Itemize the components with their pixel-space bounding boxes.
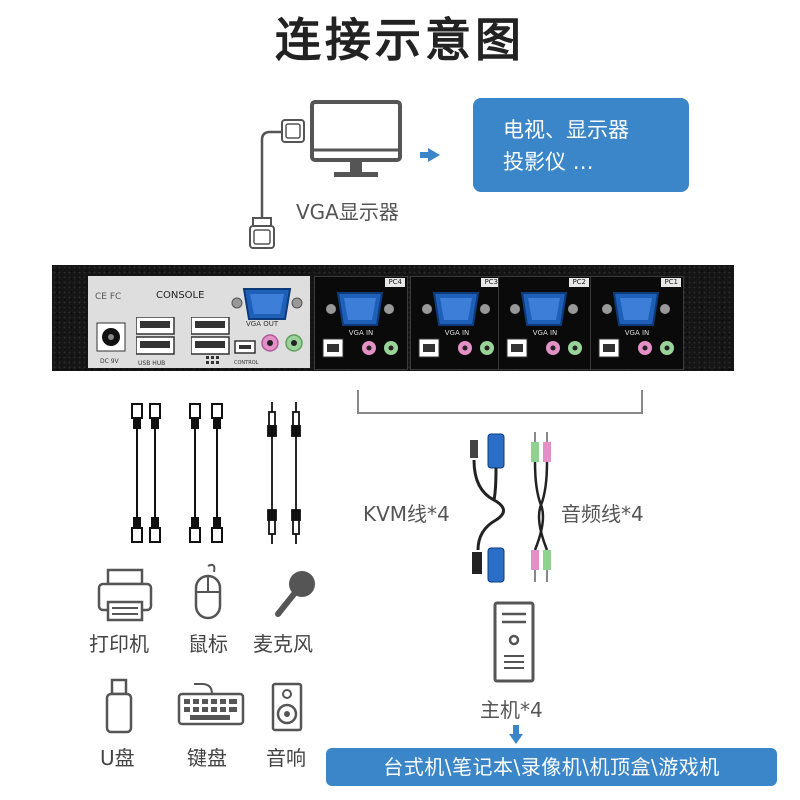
pc4-port-panel: PC4 VGA IN [314, 276, 408, 370]
pc1-vga-label: VGA IN [624, 329, 650, 337]
vga-out-port-icon [231, 288, 303, 320]
display-devices-line2: 投影仪 … [503, 150, 594, 174]
pc3-tag: PC3 [481, 278, 501, 287]
audio-cable-label: 音频线*4 [561, 502, 644, 526]
control-port-icon [234, 340, 256, 354]
pc2-port-panel: PC2 VGA IN [498, 276, 592, 370]
vga-in-port-icon [602, 292, 670, 326]
keyboard-label: 键盘 [187, 746, 227, 770]
audio-cables-icon [267, 402, 301, 544]
display-devices-line1: 电视、显示器 [503, 118, 629, 142]
vga-cable-icon [249, 119, 305, 249]
display-devices-box: 电视、显示器 投影仪 … [473, 98, 689, 192]
pc3-vga-label: VGA IN [444, 329, 470, 337]
pc1-tag: PC1 [661, 278, 681, 287]
usb-hub-ports-icon [136, 317, 175, 355]
pc3-port-panel: PC3 VGA IN [410, 276, 504, 370]
vga-in-port-icon [422, 292, 490, 326]
pc2-vga-label: VGA IN [532, 329, 558, 337]
vga-in-port-icon [510, 292, 578, 326]
pc4-vga-label: VGA IN [348, 329, 374, 337]
pc2-tag: PC2 [569, 278, 589, 287]
printer-icon [97, 568, 153, 622]
console-label: CONSOLE [156, 290, 205, 301]
arrow-right-icon [428, 148, 440, 162]
usb-hub-ports-2-icon [191, 317, 230, 355]
pc4-tag: PC4 [385, 278, 405, 287]
certification-marks: CE FC [95, 292, 122, 302]
usb-drive-label: U盘 [100, 746, 135, 770]
mouse-icon [194, 563, 222, 620]
arrow-right-shaft [420, 152, 430, 158]
speaker-label: 音响 [266, 746, 306, 770]
mouse-label: 鼠标 [188, 632, 228, 656]
pc1-port-panel: PC1 VGA IN [590, 276, 684, 370]
keyboard-icon [177, 683, 245, 726]
page-title: 连接示意图 [275, 13, 525, 67]
kvm-cable-icon [470, 433, 505, 583]
microphone-icon [275, 571, 315, 617]
vga-out-label: VGA OUT [246, 320, 279, 328]
arrow-down-icon [509, 734, 523, 744]
usb-hub-grid-icon [206, 356, 219, 364]
vga-in-port-icon [326, 292, 394, 326]
arrow-down-shaft [513, 725, 519, 735]
dc-jack-icon [96, 322, 126, 352]
printer-label: 打印机 [89, 632, 149, 656]
monitor-icon [310, 100, 402, 177]
control-label: CONTROL [234, 360, 259, 366]
usb-b-audio-ports-icon [418, 338, 494, 358]
usb-b-audio-ports-icon [322, 338, 398, 358]
host-types-bar: 台式机\笔记本\录像机\机顶盒\游戏机 [326, 748, 777, 786]
usb-cables-icon [131, 403, 223, 543]
console-audio-jacks-icon [261, 334, 303, 352]
kvm-cable-label: KVM线*4 [363, 502, 450, 526]
pc-ports-bracket [357, 390, 643, 414]
host-tower-icon [493, 601, 535, 683]
usb-b-audio-ports-icon [506, 338, 582, 358]
microphone-label: 麦克风 [253, 632, 313, 656]
dc-label: DC 9V [100, 358, 119, 365]
monitor-label: VGA显示器 [296, 200, 399, 224]
audio-cable-pair-icon [531, 432, 551, 582]
host-label: 主机*4 [480, 698, 543, 722]
usb-drive-icon [105, 678, 133, 734]
usb-b-audio-ports-icon [598, 338, 674, 358]
speaker-icon [271, 682, 303, 732]
usb-hub-label: USB HUB [138, 360, 166, 367]
